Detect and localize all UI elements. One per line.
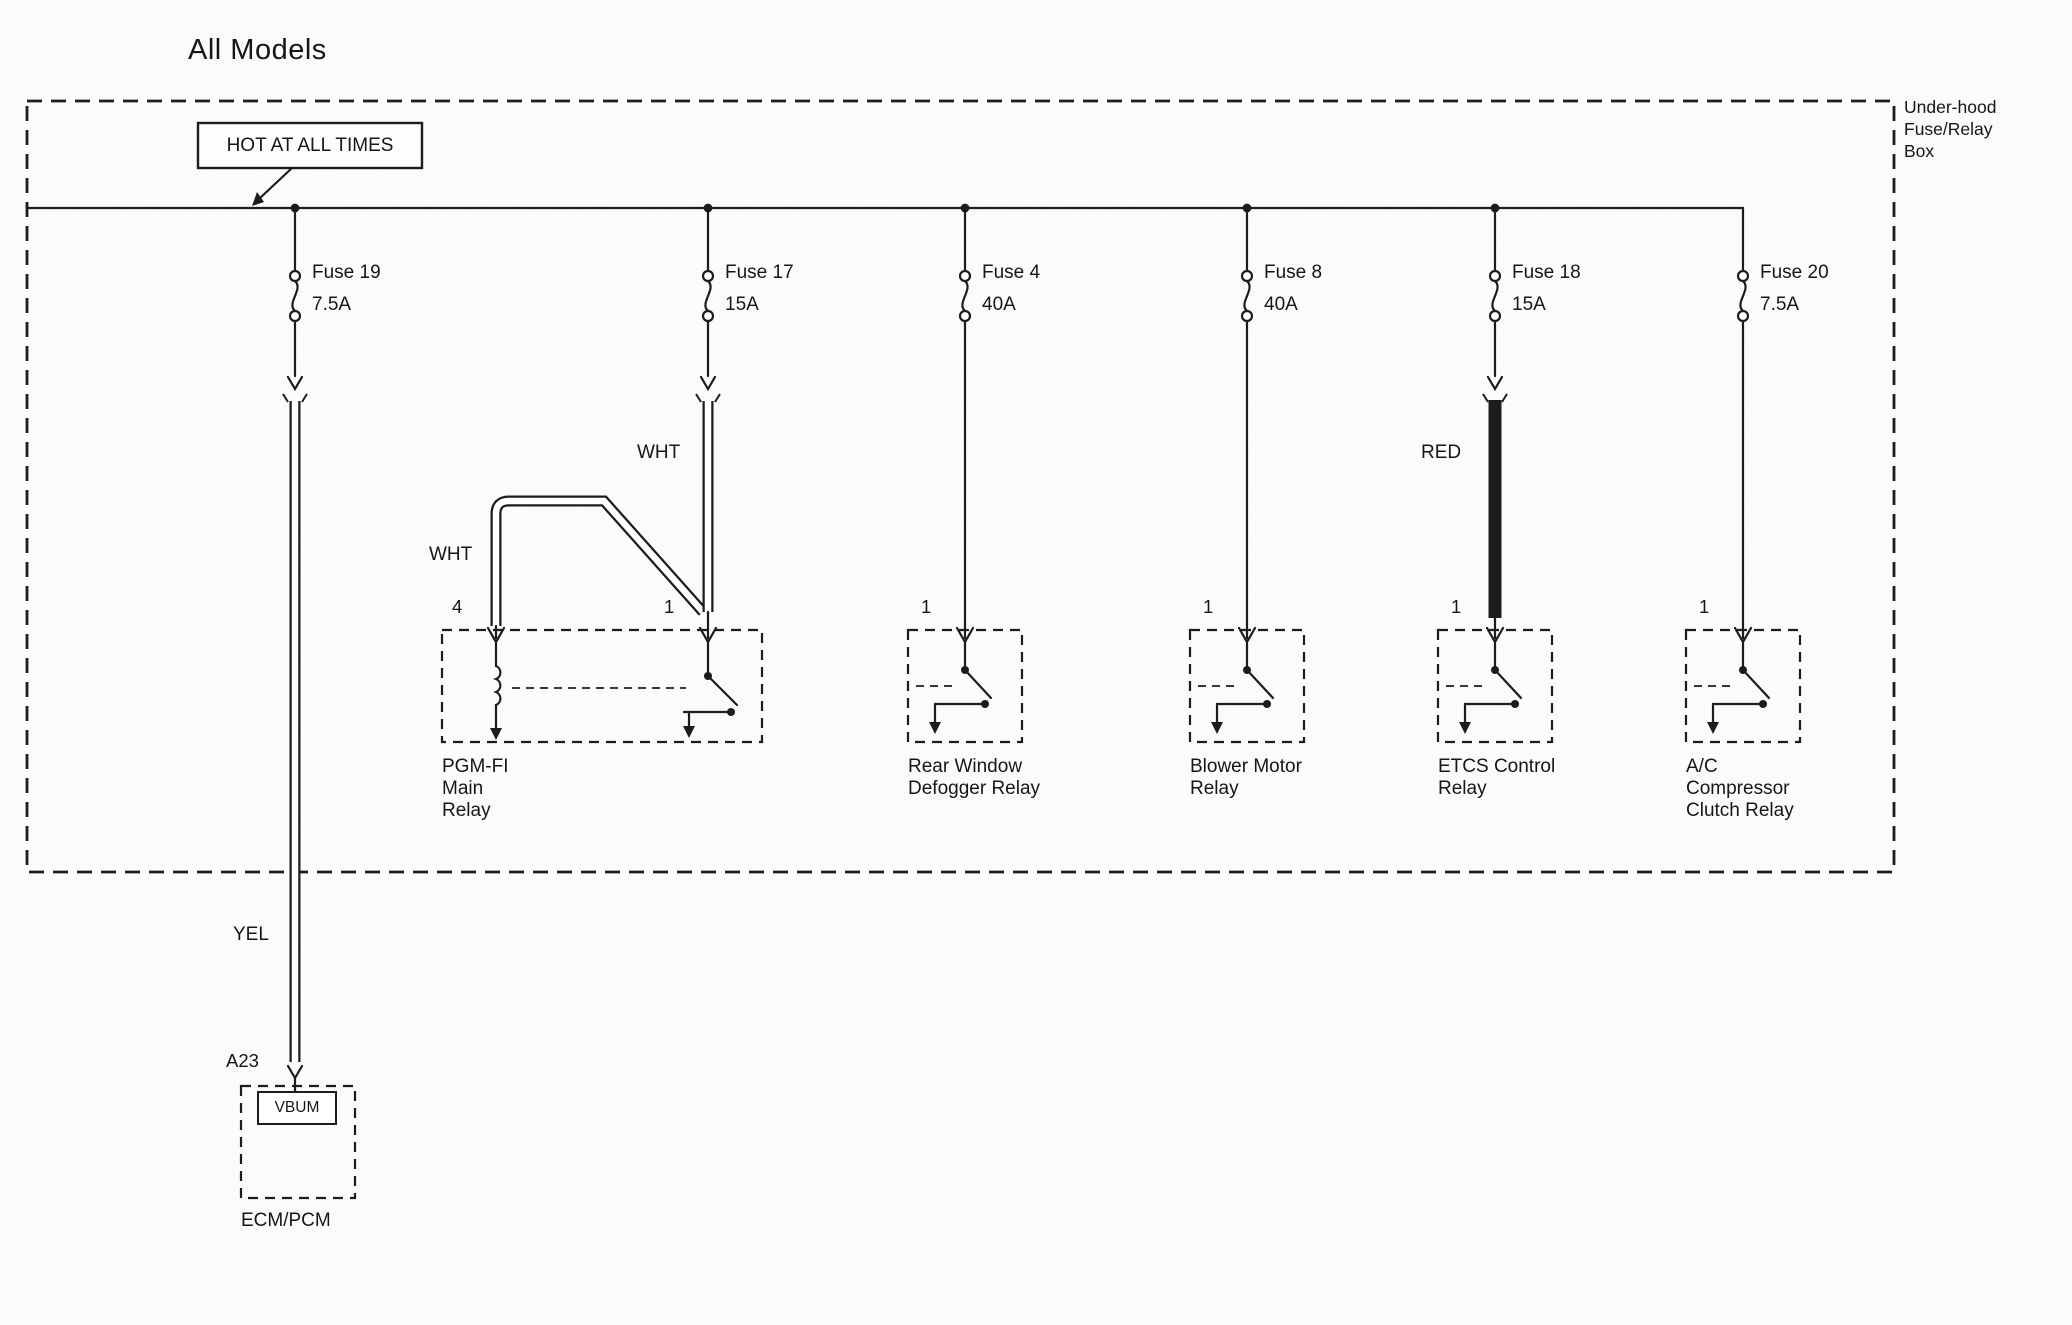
fuse-19-name: Fuse 19	[312, 262, 381, 283]
ac-clutch-label-line1: A/C	[1686, 756, 1718, 777]
wire-label-wht-loop: WHT	[429, 544, 473, 565]
fuse-4-name: Fuse 4	[982, 262, 1041, 283]
fuse-17-rating: 15A	[725, 294, 759, 315]
ac-clutch-pin-1: 1	[1699, 596, 1710, 617]
blower-label-line2: Relay	[1190, 778, 1239, 799]
ecm-box	[239, 1084, 357, 1200]
wire-red	[1482, 375, 1508, 640]
pgm-fi-pin-4: 4	[452, 596, 463, 617]
power-source-label: HOT AT ALL TIMES	[226, 134, 394, 156]
defogger-relay-internals	[916, 640, 993, 734]
ac-clutch-label-line3: Clutch Relay	[1686, 800, 1794, 821]
relay-box-etcs	[1436, 628, 1554, 744]
wire-yel	[282, 375, 308, 1094]
fuse-17-name: Fuse 17	[725, 262, 794, 283]
fuse-18-symbol	[1488, 206, 1502, 378]
etcs-label-line2: Relay	[1438, 778, 1487, 799]
enclosure-label-line2: Fuse/Relay	[1904, 119, 1993, 139]
ecm-terminal-label: A23	[226, 1050, 259, 1071]
ecm-pin-name: VBUM	[274, 1099, 320, 1117]
etcs-pin-1: 1	[1451, 596, 1462, 617]
page-title: All Models	[188, 34, 327, 66]
pgm-fi-label-line1: PGM-FI	[442, 756, 509, 777]
pgm-fi-pin-1: 1	[664, 596, 675, 617]
vbum-pin-box	[257, 1091, 337, 1125]
pgm-fi-label-line3: Relay	[442, 800, 491, 821]
ac-clutch-relay-internals	[1694, 640, 1771, 734]
relay-box-pgm-fi	[440, 628, 764, 744]
fuse-20-symbol	[1736, 206, 1750, 640]
etcs-relay-internals	[1446, 640, 1523, 734]
relay-box-defogger	[906, 628, 1024, 744]
wire-label-yel: YEL	[233, 924, 269, 945]
fuse-19-symbol	[288, 206, 302, 378]
fuse-8-symbol	[1240, 206, 1254, 640]
relay-box-blower	[1188, 628, 1306, 744]
relay-box-ac-clutch	[1684, 628, 1802, 744]
fuse-18-name: Fuse 18	[1512, 262, 1581, 283]
fuse-4-symbol	[958, 206, 972, 640]
wire-label-red: RED	[1421, 442, 1462, 463]
ac-clutch-label-line2: Compressor	[1686, 778, 1790, 799]
defogger-label-line1: Rear Window	[908, 756, 1023, 777]
blower-label-line1: Blower Motor	[1190, 756, 1302, 777]
wire-label-wht-feed: WHT	[637, 442, 681, 463]
defogger-pin-1: 1	[921, 596, 932, 617]
ecm-label: ECM/PCM	[241, 1210, 331, 1231]
pgm-fi-relay-internals	[490, 640, 739, 740]
blower-relay-internals	[1198, 640, 1275, 734]
wire-wht-feed	[695, 375, 721, 640]
enclosure-label-line1: Under-hood	[1904, 97, 1997, 117]
fuse-18-rating: 15A	[1512, 294, 1546, 315]
pgm-fi-label-line2: Main	[442, 778, 484, 799]
fuse-20-rating: 7.5A	[1760, 294, 1800, 315]
fuse-8-name: Fuse 8	[1264, 262, 1323, 283]
fuse-20-name: Fuse 20	[1760, 262, 1829, 283]
blower-pin-1: 1	[1203, 596, 1214, 617]
fuse-4-rating: 40A	[982, 294, 1016, 315]
defogger-label-line2: Defogger Relay	[908, 778, 1041, 799]
fuse-8-rating: 40A	[1264, 294, 1298, 315]
etcs-label-line1: ETCS Control	[1438, 756, 1556, 777]
enclosure-label-line3: Box	[1904, 141, 1935, 161]
power-source-box	[196, 121, 424, 206]
fuse-19-rating: 7.5A	[312, 294, 352, 315]
fuse-17-symbol	[701, 206, 715, 378]
wire-wht-loop	[490, 495, 708, 640]
